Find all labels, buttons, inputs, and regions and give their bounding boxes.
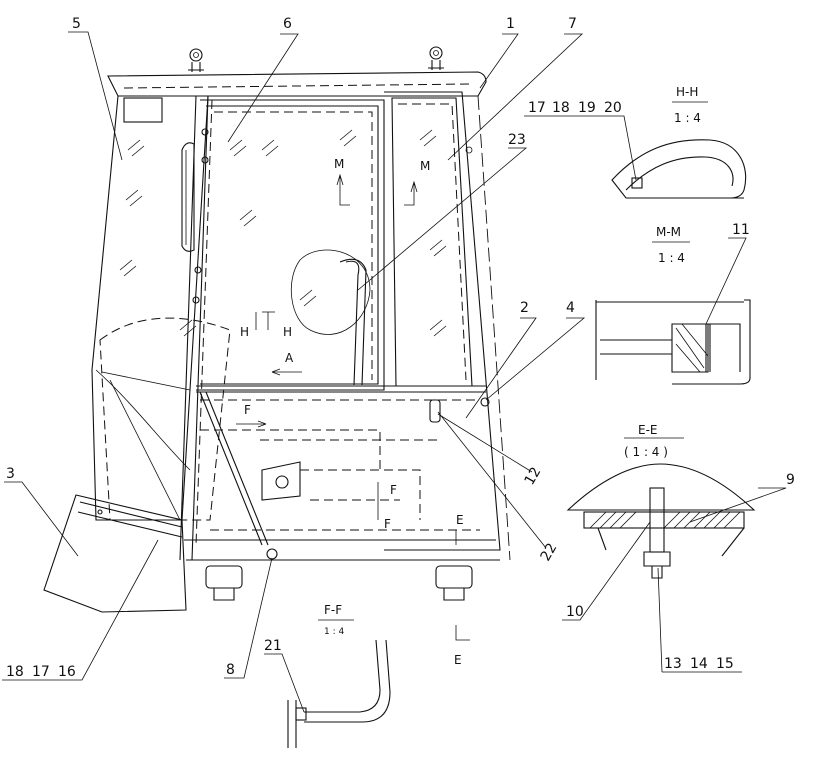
callout-6: 6 xyxy=(283,16,292,32)
callout-11: 11 xyxy=(732,222,750,238)
rubber-mount-right xyxy=(435,565,473,601)
callout-13: 13 xyxy=(664,656,682,672)
callout-16: 16 xyxy=(58,664,76,680)
section-hh-scale: 1 : 4 xyxy=(674,111,701,125)
callout-leaders xyxy=(2,31,787,713)
cab-main-view xyxy=(43,46,511,613)
section-hh-title: H-H xyxy=(676,85,698,99)
lifting-eye-right xyxy=(428,46,444,70)
view-mark-e2: E xyxy=(454,653,462,667)
callout-23: 23 xyxy=(508,132,526,148)
section-mm-title: M-M xyxy=(656,225,681,239)
callout-5: 5 xyxy=(72,16,81,32)
section-mm-view: M-M 1 : 4 xyxy=(595,225,751,385)
section-mm-scale: 1 : 4 xyxy=(658,251,685,265)
section-ee-scale: ( 1 : 4 ) xyxy=(624,445,668,459)
callout-17b: 17 xyxy=(528,100,546,116)
rubber-mount-left xyxy=(205,565,243,601)
section-ff-view: F-F 1 : 4 xyxy=(287,603,391,748)
callout-8: 8 xyxy=(226,662,235,678)
callout-12: 12 xyxy=(522,465,545,488)
section-ff-title: F-F xyxy=(324,603,342,617)
view-mark-f2: F xyxy=(390,483,397,497)
callout-20: 20 xyxy=(604,100,622,116)
section-ee-view: E-E ( 1 : 4 ) xyxy=(566,423,756,579)
callout-2: 2 xyxy=(520,300,529,316)
view-mark-f3: F xyxy=(384,517,391,531)
view-mark-h2: H xyxy=(283,325,292,339)
section-ee-title: E-E xyxy=(638,423,658,437)
view-mark-a: A xyxy=(285,351,294,365)
callout-14: 14 xyxy=(690,656,708,672)
view-mark-h1: H xyxy=(240,325,249,339)
callout-17: 17 xyxy=(32,664,50,680)
view-mark-m2: M xyxy=(420,159,430,173)
view-mark-m1: M xyxy=(334,157,344,171)
callout-19: 19 xyxy=(578,100,596,116)
callout-15: 15 xyxy=(716,656,734,672)
callout-10: 10 xyxy=(566,604,584,620)
callout-1: 1 xyxy=(506,16,515,32)
callout-3: 3 xyxy=(6,466,15,482)
callout-18: 18 xyxy=(6,664,24,680)
section-markers: M M H H A F F F E E xyxy=(236,157,470,667)
callout-labels: 5 6 1 7 23 2 4 3 8 18 17 16 10 22 12 17 … xyxy=(6,16,795,680)
callout-18b: 18 xyxy=(552,100,570,116)
callout-7: 7 xyxy=(568,16,577,32)
callout-22: 22 xyxy=(538,541,561,564)
callout-9: 9 xyxy=(786,472,795,488)
view-mark-e1: E xyxy=(456,513,464,527)
section-hh-view: H-H 1 : 4 xyxy=(611,85,747,199)
lifting-eye-left xyxy=(188,48,204,72)
view-mark-f1: F xyxy=(244,403,251,417)
callout-21: 21 xyxy=(264,638,282,654)
section-ff-scale: 1 : 4 xyxy=(324,627,344,637)
callout-4: 4 xyxy=(566,300,575,316)
